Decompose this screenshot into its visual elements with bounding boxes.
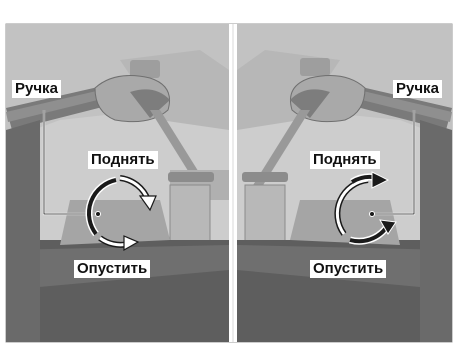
left-handle-label: Ручка xyxy=(12,80,61,98)
left-raise-label: Поднять xyxy=(88,151,158,169)
right-photo-panel xyxy=(237,24,452,342)
right-raise-label: Поднять xyxy=(310,151,380,169)
right-lower-label: Опустить xyxy=(310,260,386,278)
left-photo-panel xyxy=(6,24,229,342)
right-handle-label: Ручка xyxy=(393,80,442,98)
left-lower-label: Опустить xyxy=(74,260,150,278)
